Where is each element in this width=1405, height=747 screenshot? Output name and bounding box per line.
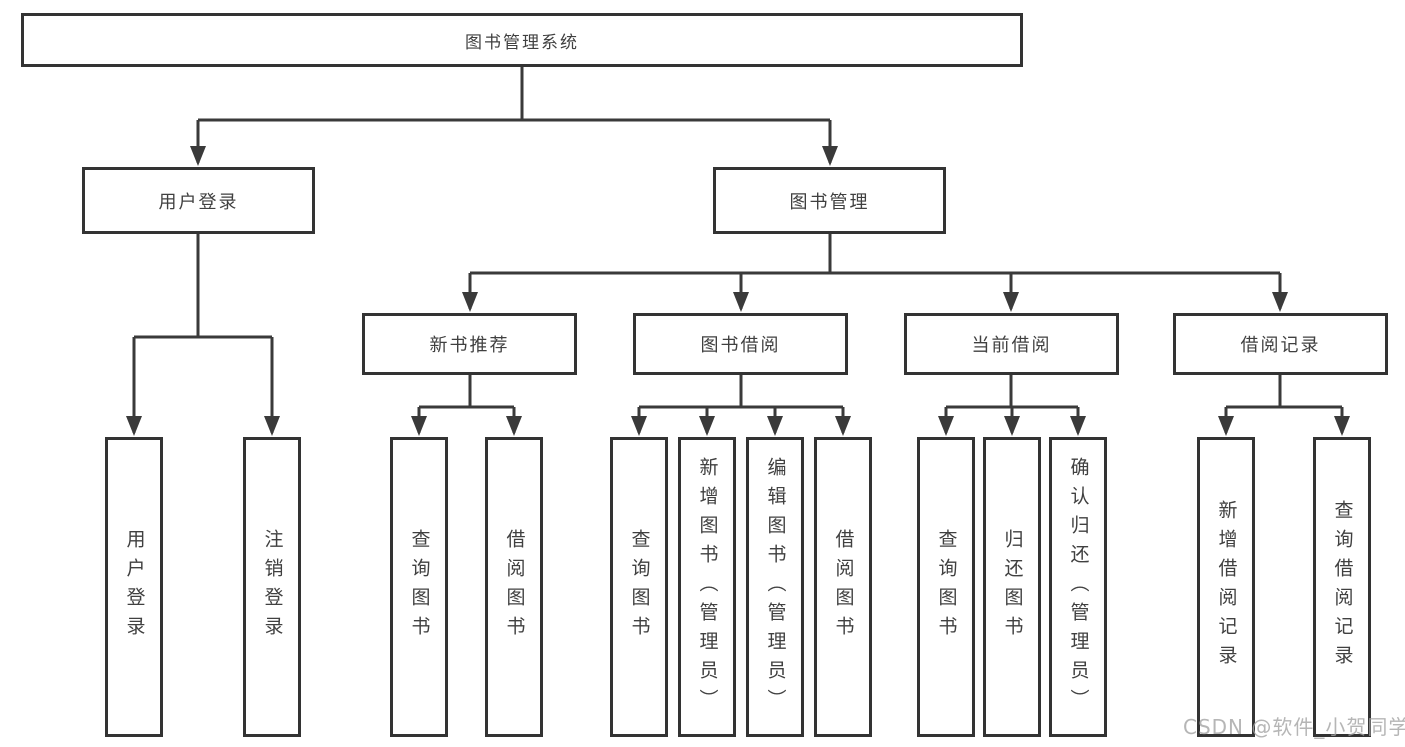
node-root-library-management-system: 图书管理系统 (21, 13, 1023, 67)
node-book-borrowing: 图书借阅 (633, 313, 848, 375)
node-borrowing-records: 借阅记录 (1173, 313, 1388, 375)
leaf-label: 确认归还（管理员） (1067, 456, 1090, 718)
leaf-add-borrow-record: 新增借阅记录 (1197, 437, 1255, 737)
leaf-label: 查询图书 (408, 529, 431, 645)
leaf-edit-books-admin: 编辑图书（管理员） (746, 437, 804, 737)
leaf-label: 查询借阅记录 (1331, 500, 1354, 674)
node-book-management: 图书管理 (713, 167, 946, 234)
leaf-logout: 注销登录 (243, 437, 301, 737)
leaf-add-books-admin: 新增图书（管理员） (678, 437, 736, 737)
leaf-label: 注销登录 (261, 529, 284, 645)
leaf-return-books: 归还图书 (983, 437, 1041, 737)
leaf-label: 新增图书（管理员） (696, 456, 719, 718)
node-label: 图书借阅 (700, 335, 781, 356)
leaf-user-login: 用户登录 (105, 437, 163, 737)
leaf-label: 查询图书 (628, 529, 651, 645)
leaf-borrow-books-borrowing: 借阅图书 (814, 437, 872, 737)
leaf-label: 归还图书 (1001, 529, 1024, 645)
leaf-confirm-return-admin: 确认归还（管理员） (1049, 437, 1107, 737)
node-label: 新书推荐 (429, 335, 510, 356)
leaf-query-books-recommend: 查询图书 (390, 437, 448, 737)
node-user-login: 用户登录 (82, 167, 315, 234)
node-new-book-recommendation: 新书推荐 (362, 313, 577, 375)
node-label: 用户登录 (158, 191, 239, 213)
leaf-label: 用户登录 (123, 529, 146, 645)
leaf-label: 编辑图书（管理员） (764, 456, 787, 718)
node-label: 借阅记录 (1240, 335, 1321, 356)
node-label: 当前借阅 (971, 335, 1052, 356)
node-current-borrowing: 当前借阅 (904, 313, 1119, 375)
leaf-label: 借阅图书 (832, 529, 855, 645)
leaf-label: 新增借阅记录 (1215, 500, 1238, 674)
leaf-query-books-borrowing: 查询图书 (610, 437, 668, 737)
leaf-label: 借阅图书 (503, 529, 526, 645)
leaf-label: 查询图书 (935, 529, 958, 645)
watermark-text: CSDN @软件_小贺同学 (1183, 715, 1405, 739)
leaf-query-borrow-record: 查询借阅记录 (1313, 437, 1371, 737)
node-label: 图书管理系统 (465, 32, 579, 53)
node-label: 图书管理 (789, 191, 870, 213)
leaf-query-books-current: 查询图书 (917, 437, 975, 737)
leaf-borrow-books-recommend: 借阅图书 (485, 437, 543, 737)
